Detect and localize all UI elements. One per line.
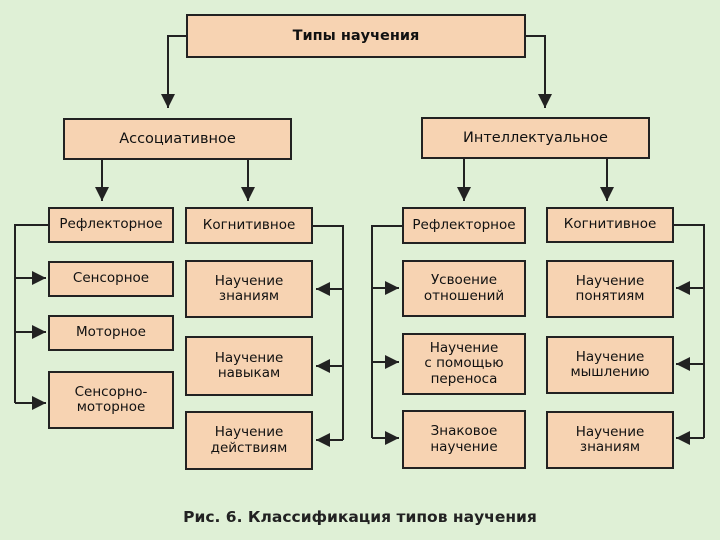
intel-cognitive-child-3: Научение знаниям	[546, 411, 674, 469]
actions-label: Научение действиям	[210, 424, 288, 456]
assoc-reflex-bracket	[14, 224, 48, 403]
intel-reflex-child-2: Научение с помощью переноса	[402, 333, 526, 395]
sensorimotor-label: Сенсорно- моторное	[74, 383, 148, 415]
sensory-label: Сенсорное	[72, 270, 150, 287]
intel-cognitive-bracket	[674, 224, 705, 438]
intellectual-node: Интеллектуальное	[421, 117, 650, 159]
intel-reflex-bracket	[371, 225, 402, 438]
transfer-label: Научение с помощью переноса	[424, 340, 504, 387]
intel-reflex-child-1: Усвоение отношений	[402, 260, 526, 317]
assoc-reflex-child-3: Сенсорно- моторное	[48, 371, 174, 429]
intel-reflex-label: Рефлекторное	[412, 216, 516, 233]
relations-label: Усвоение отношений	[423, 272, 505, 304]
intel-cognitive-child-1: Научение понятиям	[546, 260, 674, 318]
associative-label: Ассоциативное	[119, 130, 236, 147]
figure-caption: Рис. 6. Классификация типов научения	[183, 508, 537, 526]
assoc-cognitive-bracket	[313, 225, 344, 440]
intel-cognitive-child-2: Научение мышлению	[546, 336, 674, 394]
assoc-reflex-child-1: Сенсорное	[48, 261, 174, 297]
knowledge-a-label: Научение знаниям	[214, 272, 284, 304]
assoc-cognitive-child-2: Научение навыкам	[185, 336, 313, 396]
knowledge-b-label: Научение знаниям	[575, 423, 645, 455]
root-node: Типы научения	[186, 14, 526, 58]
root-label: Типы научения	[292, 27, 420, 44]
intel-cognitive-label: Когнитивное	[563, 216, 657, 233]
intel-reflex-child-3: Знаковое научение	[402, 410, 526, 469]
thinking-label: Научение мышлению	[570, 348, 650, 380]
associative-node: Ассоциативное	[63, 118, 292, 160]
assoc-cognitive-child-3: Научение действиям	[185, 411, 313, 470]
assoc-cognitive-label: Когнитивное	[202, 216, 296, 233]
concepts-label: Научение понятиям	[575, 272, 645, 304]
intel-cognitive-node: Когнитивное	[546, 207, 674, 243]
assoc-cognitive-child-1: Научение знаниям	[185, 260, 313, 318]
assoc-reflex-label: Рефлекторное	[59, 216, 163, 233]
sign-label: Знаковое научение	[430, 423, 498, 455]
root-to-intellectual-arrow	[526, 35, 552, 108]
skills-label: Научение навыкам	[214, 349, 284, 381]
intellectual-label: Интеллектуальное	[463, 129, 608, 146]
assoc-cognitive-node: Когнитивное	[185, 207, 313, 244]
assoc-reflex-node: Рефлекторное	[48, 207, 174, 243]
motor-label: Моторное	[76, 324, 146, 341]
assoc-reflex-child-2: Моторное	[48, 315, 174, 351]
root-to-associative-arrow	[161, 35, 186, 108]
intel-reflex-node: Рефлекторное	[402, 207, 526, 244]
